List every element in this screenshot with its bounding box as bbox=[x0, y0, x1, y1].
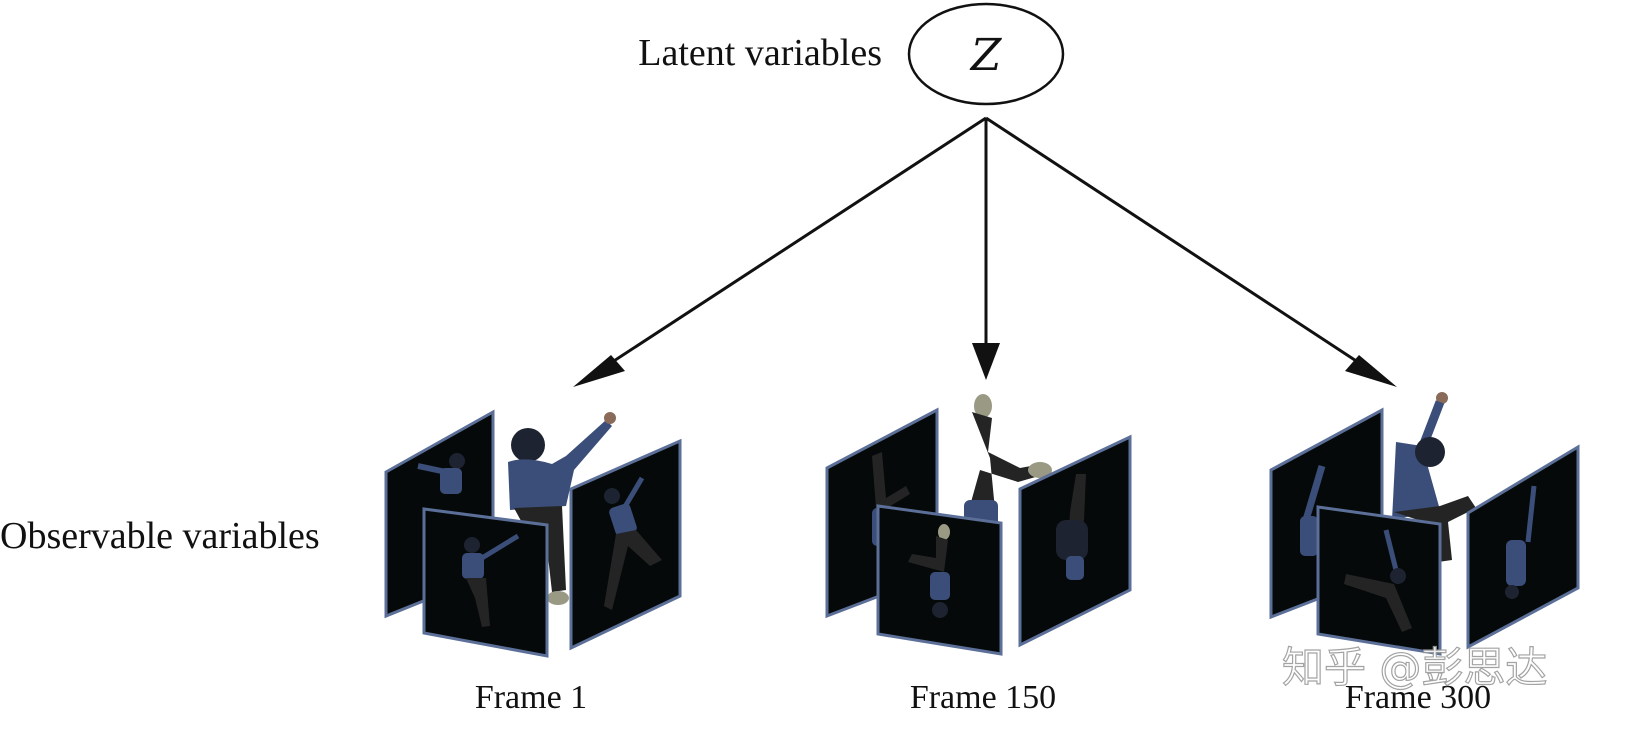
person-figure-front bbox=[1344, 529, 1412, 632]
observable-variables-label: Observable variables bbox=[0, 515, 320, 557]
arrowhead-frame-150 bbox=[972, 343, 1000, 380]
person-figure-small bbox=[1300, 465, 1326, 556]
edge-to-frame-1 bbox=[599, 116, 987, 372]
frame-1-label: Frame 1 bbox=[475, 679, 587, 716]
latent-variables-label: Latent variables bbox=[638, 32, 882, 74]
frame-group-300: Frame 300 bbox=[1269, 392, 1580, 716]
watermark: 知乎 @彭思达 bbox=[1282, 643, 1547, 692]
person-figure-small bbox=[417, 453, 465, 494]
person-figure-right bbox=[1505, 485, 1537, 599]
frame-300-label: Frame 300 bbox=[1345, 679, 1491, 716]
person-figure-front bbox=[908, 524, 950, 618]
view-panel-front bbox=[1316, 505, 1442, 656]
person-figure-right bbox=[604, 476, 662, 610]
person-figure-right bbox=[1056, 474, 1088, 580]
edges bbox=[573, 116, 1397, 387]
frame-group-1: Frame 1 bbox=[384, 409, 682, 716]
latent-symbol: Z bbox=[969, 30, 1003, 81]
person-figure-center bbox=[508, 412, 616, 605]
latent-node bbox=[907, 2, 1065, 106]
frame-150-label: Frame 150 bbox=[910, 679, 1056, 716]
arrowhead-frame-300 bbox=[1345, 355, 1397, 387]
arrowhead-frame-1 bbox=[573, 355, 625, 387]
person-figure-front bbox=[462, 533, 520, 627]
frame-group-150: Frame 150 bbox=[825, 394, 1132, 716]
edge-to-frame-300 bbox=[985, 116, 1371, 372]
